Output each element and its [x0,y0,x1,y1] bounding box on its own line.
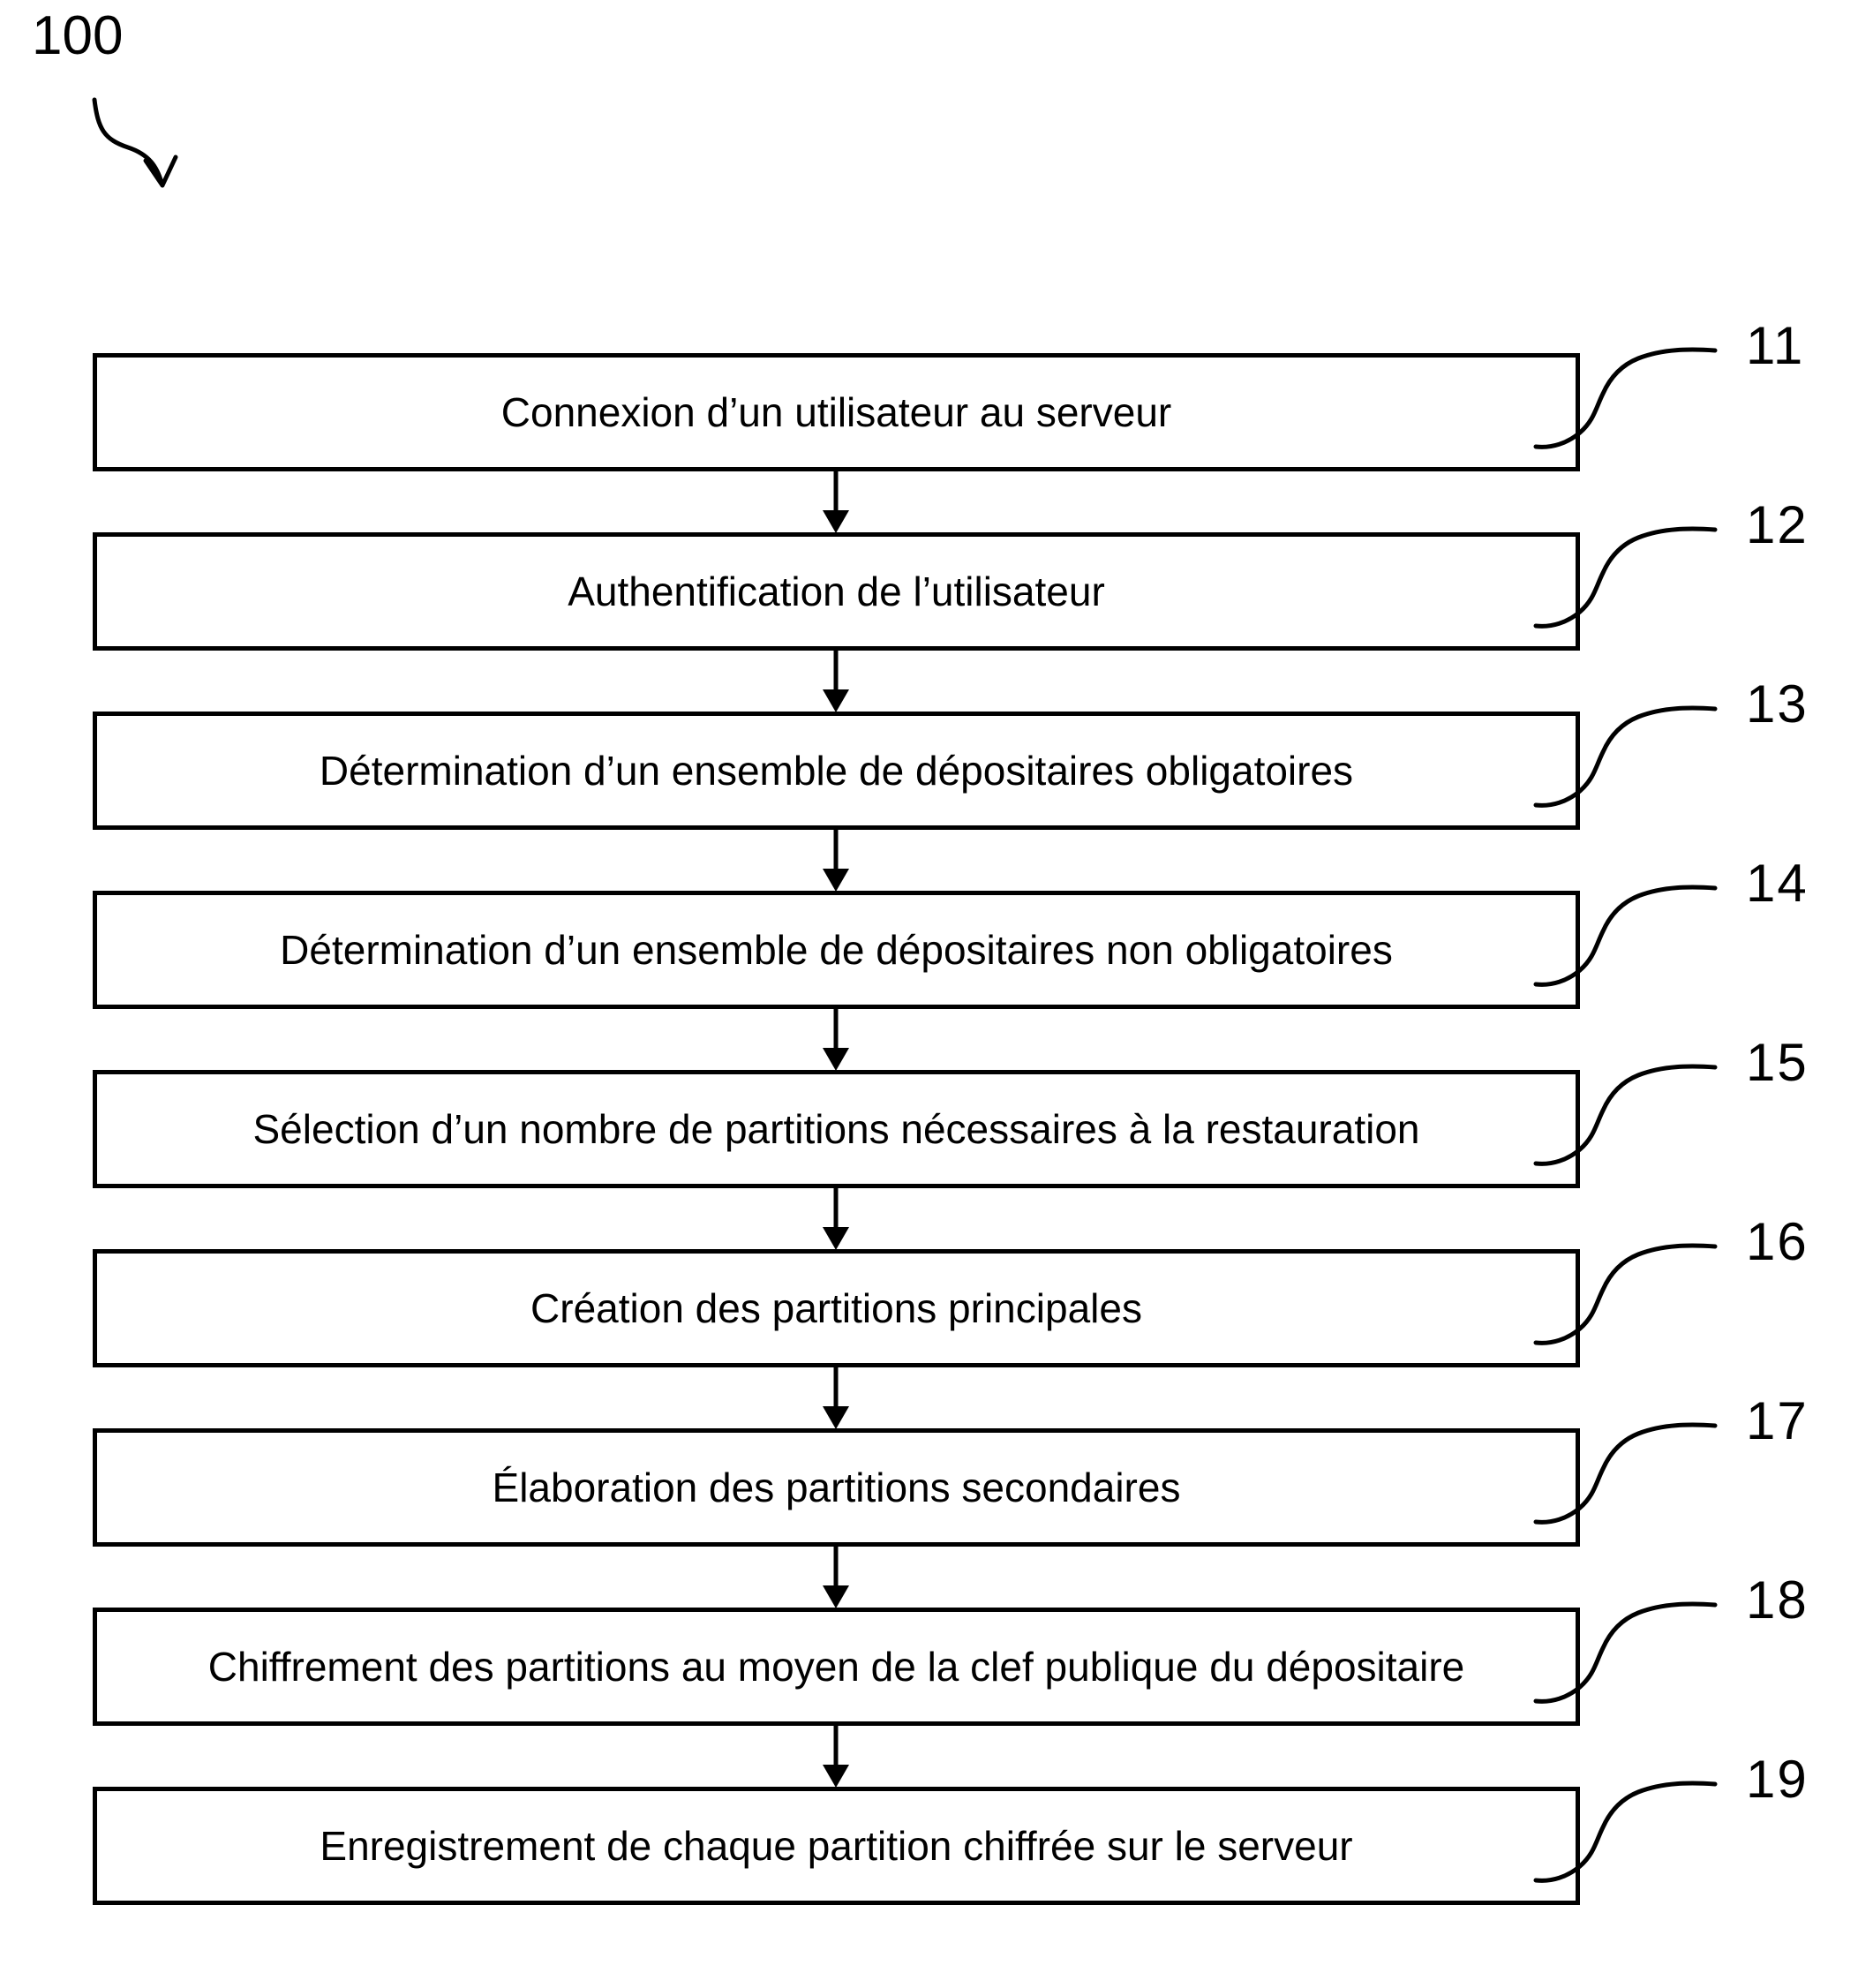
figure-number-label: 100 [32,5,124,66]
step-row: Connexion d’un utilisateur au serveur 11 [0,320,1858,533]
step-row: Création des partitions principales 16 [0,1216,1858,1429]
step-text: Création des partitions principales [530,1285,1142,1331]
step-text: Chiffrement des partitions au moyen de l… [207,1644,1465,1690]
down-arrow-icon [823,830,849,892]
down-arrow-icon [823,1188,849,1250]
step-row: Sélection d’un nombre de partitions néce… [0,1036,1858,1250]
down-arrow-icon [823,471,849,533]
step-box: Connexion d’un utilisateur au serveur [93,353,1580,471]
step-text: Détermination d’un ensemble de dépositai… [280,927,1393,973]
down-arrow-icon [823,1547,849,1608]
down-arrow-icon [823,1726,849,1788]
step-ref-number: 16 [1746,1212,1809,1271]
step-ref-number: 14 [1746,854,1809,913]
step-box: Sélection d’un nombre de partitions néce… [93,1070,1580,1188]
step-box: Détermination d’un ensemble de dépositai… [93,891,1580,1009]
down-arrow-icon [823,1009,849,1071]
step-ref-number: 13 [1746,674,1809,734]
step-box: Enregistrement de chaque partition chiff… [93,1787,1580,1905]
step-row: Élaboration des partitions secondaires 1… [0,1395,1858,1608]
step-row: Détermination d’un ensemble de dépositai… [0,678,1858,892]
step-row: Détermination d’un ensemble de dépositai… [0,857,1858,1071]
step-text: Connexion d’un utilisateur au serveur [500,389,1172,435]
step-ref-number: 18 [1746,1570,1809,1630]
down-arrow-icon [823,651,849,712]
step-box: Authentification de l’utilisateur [93,532,1580,651]
step-ref-number: 15 [1746,1033,1809,1092]
step-ref-number: 12 [1746,495,1809,554]
figure-label-curved-arrow [92,97,178,188]
step-text: Sélection d’un nombre de partitions néce… [252,1106,1420,1152]
step-text: Détermination d’un ensemble de dépositai… [319,748,1354,794]
step-box: Chiffrement des partitions au moyen de l… [93,1608,1580,1726]
step-text: Enregistrement de chaque partition chiff… [320,1823,1353,1869]
step-ref-number: 11 [1746,316,1805,375]
step-row: Enregistrement de chaque partition chiff… [0,1753,1858,1966]
step-box: Détermination d’un ensemble de dépositai… [93,712,1580,830]
step-text: Élaboration des partitions secondaires [492,1465,1181,1510]
step-ref-number: 17 [1746,1391,1809,1450]
step-row: Chiffrement des partitions au moyen de l… [0,1574,1858,1788]
down-arrow-icon [823,1367,849,1429]
step-row: Authentification de l’utilisateur 12 [0,499,1858,712]
step-box: Création des partitions principales [93,1249,1580,1367]
step-ref-number: 19 [1746,1750,1809,1809]
step-text: Authentification de l’utilisateur [568,569,1105,614]
step-box: Élaboration des partitions secondaires [93,1428,1580,1547]
